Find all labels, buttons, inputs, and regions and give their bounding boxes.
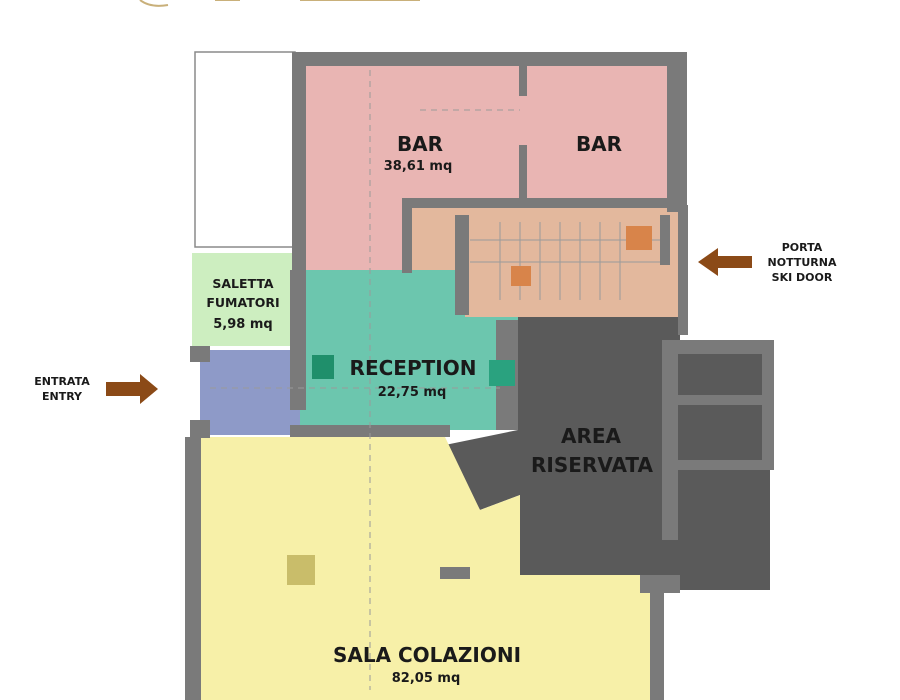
exit-icon <box>511 266 531 286</box>
room-label-saletta-1: SALETTA <box>212 276 274 291</box>
room-area-sala-colazioni: 82,05 mq <box>392 671 461 686</box>
entry-label-1: ENTRATA <box>34 375 90 388</box>
entry-arrow-icon <box>106 374 158 404</box>
ski-door-label-1: PORTA <box>782 241 823 254</box>
outer-corridor <box>194 51 296 248</box>
stamp-icon <box>287 555 315 585</box>
room-entry-hall <box>200 350 300 435</box>
walls <box>185 52 774 700</box>
room-label-reception: RECEPTION <box>350 356 477 380</box>
star-icon <box>489 360 515 386</box>
room-label-riservata-2: RISERVATA <box>531 453 653 477</box>
room-area-reception: 22,75 mq <box>378 385 447 400</box>
room-label-bar-right: BAR <box>576 132 622 156</box>
reception-logo-icon <box>312 355 334 379</box>
entry-label-2: ENTRY <box>42 390 83 403</box>
stairs-steps <box>499 222 621 300</box>
room-saletta <box>192 253 294 346</box>
circulation-lines <box>210 70 660 690</box>
room-label-saletta-2: FUMATORI <box>206 295 279 310</box>
ski-door-label-2: NOTTURNA <box>768 256 837 269</box>
room-area-saletta: 5,98 mq <box>213 317 272 332</box>
ski-door-label-3: SKI DOOR <box>772 271 833 284</box>
room-label-riservata-1: AREA <box>561 424 622 448</box>
room-area-bar-left: 38,61 mq <box>384 159 453 174</box>
room-label-sala-colazioni: SALA COLAZIONI <box>333 643 521 667</box>
ski-door-arrow-icon <box>698 248 752 276</box>
room-sala-colazioni <box>200 437 650 700</box>
logo-fragment <box>139 0 420 7</box>
elevator-icon <box>626 226 652 250</box>
room-bar <box>305 65 670 270</box>
room-label-bar-left: BAR <box>397 132 443 156</box>
room-area-riservata <box>445 317 770 590</box>
